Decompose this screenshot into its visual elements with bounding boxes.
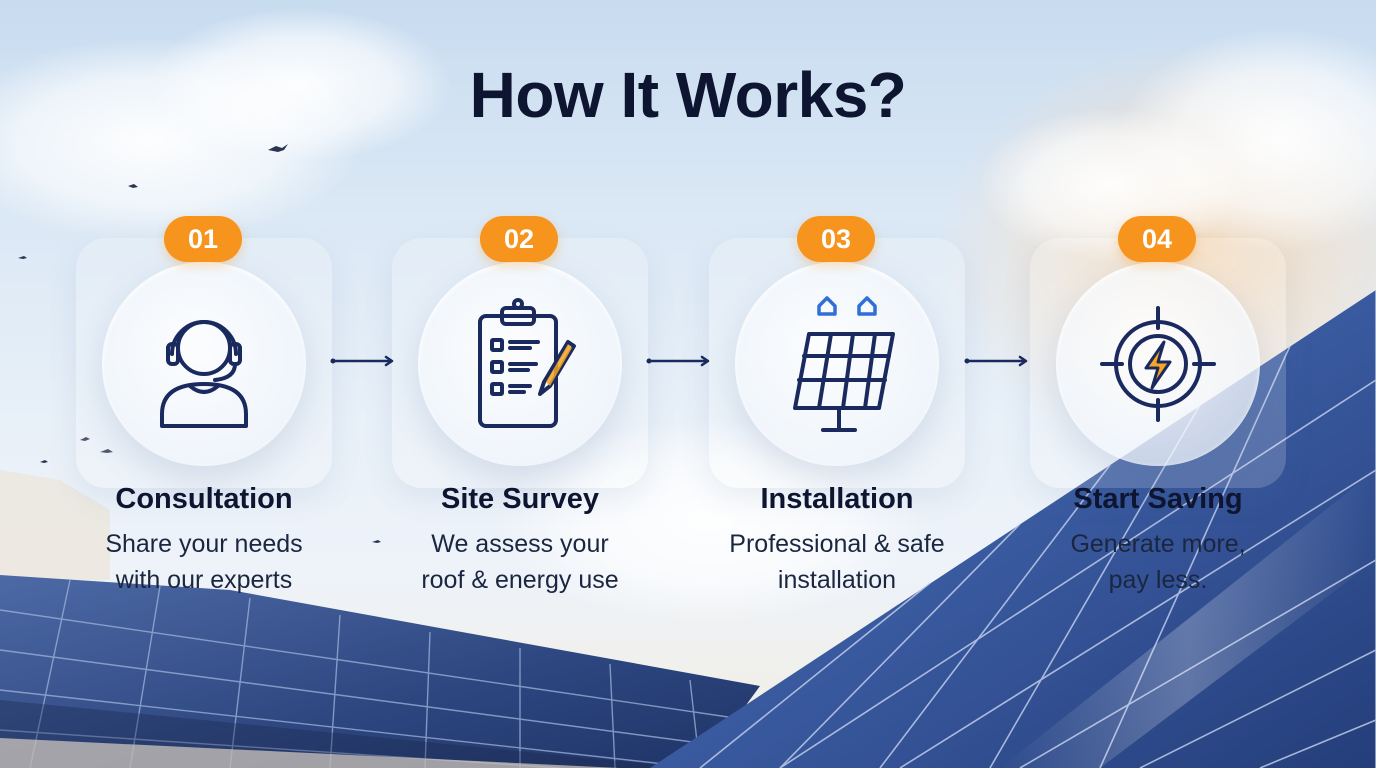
step-description-line: pay less. bbox=[1108, 566, 1208, 594]
step-number-badge: 04 bbox=[1118, 216, 1196, 262]
step-number-badge: 02 bbox=[480, 216, 558, 262]
energy-bolt-icon bbox=[1100, 306, 1216, 422]
step-icon-circle bbox=[418, 262, 622, 466]
headset-person-icon bbox=[160, 320, 248, 428]
left-roof-panels bbox=[0, 575, 760, 768]
step-title: Start Saving bbox=[1073, 483, 1243, 515]
step-description: We assess your roof & energy use bbox=[368, 526, 672, 598]
page-title: How It Works? bbox=[469, 59, 907, 131]
arrow-right-icon bbox=[964, 355, 1028, 367]
clipboard-checklist-icon bbox=[478, 298, 576, 428]
step-number-badge: 03 bbox=[797, 216, 875, 262]
step-title: Consultation bbox=[115, 483, 293, 515]
step-title: Site Survey bbox=[441, 483, 599, 515]
step-title: Installation bbox=[760, 483, 914, 515]
cloud bbox=[150, 10, 450, 160]
step-number-badge: 01 bbox=[164, 216, 242, 262]
step-description: Share your needs with our experts bbox=[52, 526, 356, 598]
arrow-right-icon bbox=[330, 355, 394, 367]
step-description: Professional & safe installation bbox=[685, 526, 989, 598]
step-icon-circle bbox=[735, 262, 939, 466]
step-description-line: Professional & safe bbox=[729, 530, 945, 558]
step-description: Generate more, pay less. bbox=[1006, 526, 1310, 598]
solar-panel-icon bbox=[793, 296, 895, 432]
step-description-line: Share your needs bbox=[105, 530, 303, 558]
step-installation: 03 Installation Professional & safe inst… bbox=[709, 216, 965, 616]
step-consultation: 01 Consultation Share your needs with ou… bbox=[76, 216, 332, 616]
step-description-line: Generate more, bbox=[1070, 530, 1246, 558]
step-site-survey: 02 Site Survey We assess your roof & ene… bbox=[392, 216, 648, 616]
birds bbox=[18, 144, 381, 543]
step-description-line: roof & energy use bbox=[421, 566, 619, 594]
step-icon-circle bbox=[1056, 262, 1260, 466]
step-description-line: installation bbox=[777, 566, 897, 594]
step-description-line: with our experts bbox=[115, 566, 293, 594]
step-start-saving: 04 Start Saving Generate more, pay less. bbox=[1030, 216, 1286, 616]
arrow-right-icon bbox=[646, 355, 710, 367]
step-description-line: We assess your bbox=[431, 530, 609, 558]
cloud bbox=[1120, 30, 1376, 250]
step-icon-circle bbox=[102, 262, 306, 466]
